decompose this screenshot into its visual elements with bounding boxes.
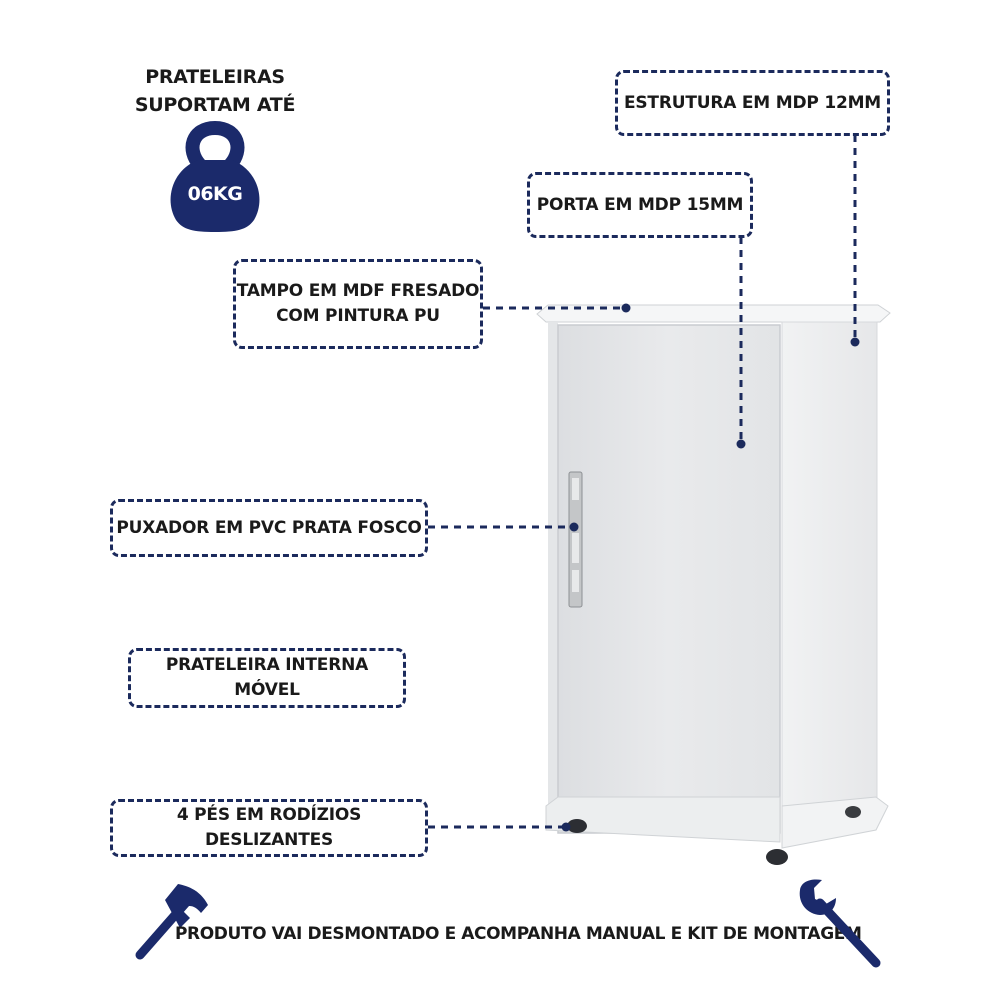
label-puxador: PUXADOR EM PVC PRATA FOSCO — [110, 499, 428, 557]
label-pes: 4 PÉS EM RODÍZIOS DESLIZANTES — [110, 799, 428, 857]
kettlebell-weight-label: 06KG — [187, 183, 243, 205]
label-estrutura-text: ESTRUTURA EM MDP 12MM — [623, 92, 882, 113]
shelf-capacity-line1: PRATELEIRAS — [145, 66, 285, 88]
label-pes-text: 4 PÉS EM RODÍZIOS DESLIZANTES — [176, 805, 362, 850]
shelf-capacity-line2: SUPORTAM ATÉ — [134, 93, 296, 116]
label-tampo: TAMPO EM MDF FRESADO COM PINTURA PU — [233, 259, 483, 349]
label-tampo-line2: COM PINTURA PU — [276, 306, 440, 326]
label-prateleira-text: PRATELEIRA INTERNA MÓVEL — [165, 655, 369, 700]
label-porta-text: PORTA EM MDP 15MM — [536, 194, 744, 215]
label-estrutura: ESTRUTURA EM MDP 12MM — [615, 70, 890, 136]
label-prateleira: PRATELEIRA INTERNA MÓVEL — [128, 648, 406, 708]
label-tampo-line1: TAMPO EM MDF FRESADO — [236, 281, 480, 302]
footer-assembly-note: PRODUTO VAI DESMONTADO E ACOMPANHA MANUA… — [175, 924, 862, 944]
label-puxador-text: PUXADOR EM PVC PRATA FOSCO — [116, 517, 422, 538]
label-porta: PORTA EM MDP 15MM — [527, 172, 753, 238]
shelf-capacity-text: PRATELEIRAS SUPORTAM ATÉ — [120, 64, 310, 119]
